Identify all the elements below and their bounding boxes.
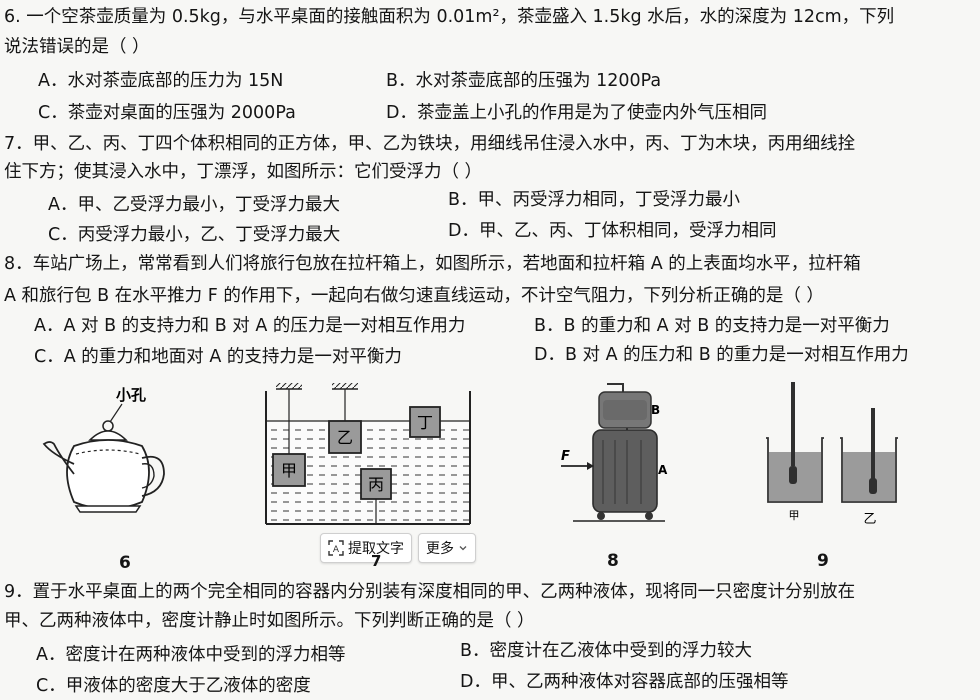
force-f-label: F <box>561 449 570 464</box>
q8-stem-line1: 8．车站广场上，常常看到人们将旅行包放在拉杆箱上，如图所示，若地面和拉杆箱 A … <box>4 254 861 274</box>
more-label: 更多 <box>426 541 454 557</box>
q7-stem-line2: 住下方；使其浸入水中，丁漂浮，如图所示：它们受浮力（ ） <box>4 162 483 182</box>
figure-6-teapot: 小孔 <box>38 382 178 532</box>
hydrometer-illustration: 甲 乙 <box>766 382 898 527</box>
figure-8-luggage: B A F <box>555 378 675 526</box>
more-button[interactable]: 更多 <box>418 533 476 563</box>
q8-stem-line2: A 和旅行包 B 在水平推力 F 的作用下，一起向右做匀速直线运动，不计空气阻力… <box>4 286 824 306</box>
q6-stem-line1: 6. 一个空茶壶质量为 0.5kg，与水平桌面的接触面积为 0.01m²，茶壶盛… <box>4 7 895 27</box>
q7-option-a: A．甲、乙受浮力最小，丁受浮力最大 <box>48 195 340 215</box>
q9-option-b: B．密度计在乙液体中受到的浮力较大 <box>460 641 753 661</box>
q8-option-b: B．B 的重力和 A 对 B 的支持力是一对平衡力 <box>534 316 890 336</box>
q6-option-b: B．水对茶壶底部的压强为 1200Pa <box>386 71 662 91</box>
figure-9-hydrometers: 甲 乙 <box>760 378 910 528</box>
extract-text-label: 提取文字 <box>348 541 404 557</box>
teapot-illustration: 小孔 <box>42 386 165 513</box>
cube-label-jia: 甲 <box>281 461 297 480</box>
image-toolbar: A 提取文字 更多 <box>320 533 476 563</box>
q7-option-d: D．甲、乙、丙、丁体积相同，受浮力相同 <box>448 221 777 241</box>
beaker-label-yi: 乙 <box>863 512 876 527</box>
svg-text:A: A <box>333 545 340 555</box>
q9-option-c: C．甲液体的密度大于乙液体的密度 <box>36 676 311 696</box>
cube-label-yi: 乙 <box>337 428 353 447</box>
q9-option-d: D．甲、乙两种液体对容器底部的压强相等 <box>460 672 789 692</box>
q9-stem-line1: 9．置于水平桌面上的两个完全相同的容器内分别装有深度相同的甲、乙两种液体，现将同… <box>4 582 856 602</box>
q6-option-a: A．水对茶壶底部的压力为 15N <box>38 71 284 91</box>
extract-text-button[interactable]: A 提取文字 <box>320 533 412 563</box>
q8-option-d: D．B 对 A 的压力和 B 的重力是一对相互作用力 <box>534 345 909 365</box>
q6-stem-line2: 说法错误的是（ ） <box>4 37 150 57</box>
figure-6-number: 6 <box>119 553 131 573</box>
cube-label-ding: 丁 <box>417 413 433 432</box>
q7-stem-line1: 7．甲、乙、丙、丁四个体积相同的正方体，甲、乙为铁块，用细线吊住浸入水中，丙、丁… <box>4 134 856 154</box>
figure-8-number: 8 <box>607 551 619 571</box>
figure-7-buoyancy-tank: 甲 乙 丙 丁 <box>258 381 480 531</box>
q9-option-a: A．密度计在两种液体中受到的浮力相等 <box>36 645 346 665</box>
beaker-label-jia: 甲 <box>789 509 800 522</box>
q6-option-c: C．茶壶对桌面的压强为 2000Pa <box>38 103 296 123</box>
tank-illustration: 甲 乙 丙 丁 <box>265 383 471 525</box>
cube-label-bing: 丙 <box>368 475 384 494</box>
luggage-illustration: B A F <box>561 383 668 522</box>
figure-9-number: 9 <box>817 551 829 571</box>
chevron-down-icon <box>459 546 467 551</box>
q6-option-d: D．茶壶盖上小孔的作用是为了使壶内外气压相同 <box>386 103 767 123</box>
q8-option-a: A．A 对 B 的支持力和 B 对 A 的压力是一对相互作用力 <box>34 316 466 336</box>
q8-option-c: C．A 的重力和地面对 A 的支持力是一对平衡力 <box>34 347 402 367</box>
bag-b-label: B <box>651 403 660 417</box>
figure-7-number: 7 <box>371 552 382 570</box>
q7-option-b: B．甲、丙受浮力相同，丁受浮力最小 <box>448 190 741 210</box>
q9-stem-line2: 甲、乙两种液体中，密度计静止时如图所示。下列判断正确的是（ ） <box>4 611 535 631</box>
hole-label: 小孔 <box>116 386 146 404</box>
text-scan-icon: A <box>328 540 344 556</box>
case-a-label: A <box>658 463 668 477</box>
q7-option-c: C．丙受浮力最小，乙、丁受浮力最大 <box>48 225 341 245</box>
